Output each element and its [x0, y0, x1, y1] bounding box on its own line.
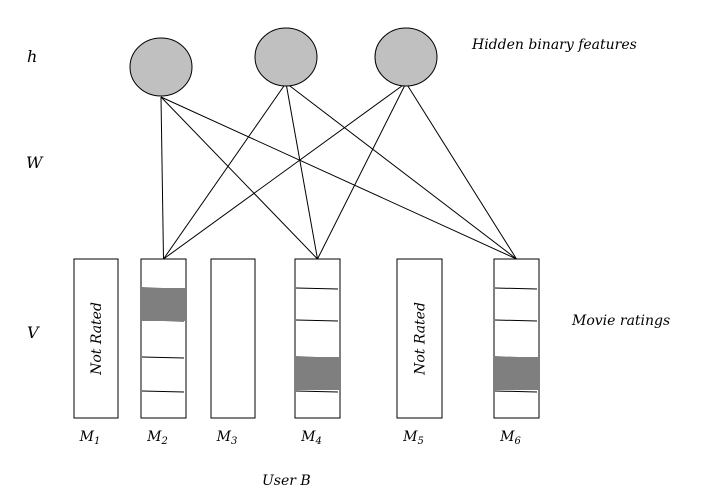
movie-box: [140, 258, 187, 419]
movie-label-M5: M5: [402, 429, 424, 447]
movie-unit-M2: M2: [140, 258, 187, 447]
rating-level-divider: [295, 319, 339, 322]
connection-h2-M6: [285, 82, 517, 260]
movie-box: [294, 258, 341, 419]
rating-fill: [494, 357, 539, 390]
movie-unit-M6: M6: [493, 258, 540, 447]
movie-label-M1: M1: [79, 429, 101, 447]
weight-connections: [160, 82, 517, 260]
connection-h2-M4: [285, 82, 318, 260]
connection-h3-M4: [317, 82, 407, 260]
hidden-unit-h3: [374, 27, 438, 87]
movie-box: [396, 258, 443, 419]
connection-h2-M2: [163, 82, 287, 260]
connection-h3-M6: [405, 82, 517, 260]
movie-label-M6: M6: [499, 429, 521, 447]
rating-level-divider: [494, 287, 538, 290]
movie-label-M3: M3: [216, 429, 238, 447]
rating-level-divider: [494, 319, 538, 322]
hidden-unit-h2: [254, 27, 318, 87]
rating-level-divider: [141, 390, 185, 393]
rating-level-divider: [494, 390, 538, 393]
rating-fill: [295, 357, 340, 390]
not-rated-label: Not Rated: [413, 302, 429, 376]
connection-h1-M2: [160, 96, 164, 260]
row-label-h: h: [27, 47, 37, 66]
rating-level-divider: [295, 390, 339, 393]
hidden-units: [129, 27, 438, 97]
rating-level-divider: [141, 356, 185, 359]
row-label-v: V: [27, 323, 40, 342]
connection-h1-M4: [160, 96, 318, 260]
movie-box: [73, 258, 119, 419]
movie-unit-M4: M4: [294, 258, 341, 447]
connection-h1-M6: [160, 96, 517, 260]
hidden-unit-h1: [129, 37, 193, 97]
movie-box: [210, 258, 256, 419]
movie-box: [493, 258, 540, 419]
row-label-w: W: [26, 153, 44, 172]
movie-label-M4: M4: [300, 429, 322, 447]
movie-ratings-caption: Movie ratings: [571, 313, 670, 329]
rating-level-divider: [295, 287, 339, 290]
movie-unit-M3: M3: [210, 258, 256, 447]
rating-fill: [141, 288, 186, 321]
user-caption: User B: [262, 473, 311, 489]
hidden-features-caption: Hidden binary features: [471, 37, 637, 53]
not-rated-label: Not Rated: [89, 302, 105, 376]
movie-label-M2: M2: [146, 429, 168, 447]
connection-h3-M2: [163, 82, 407, 260]
